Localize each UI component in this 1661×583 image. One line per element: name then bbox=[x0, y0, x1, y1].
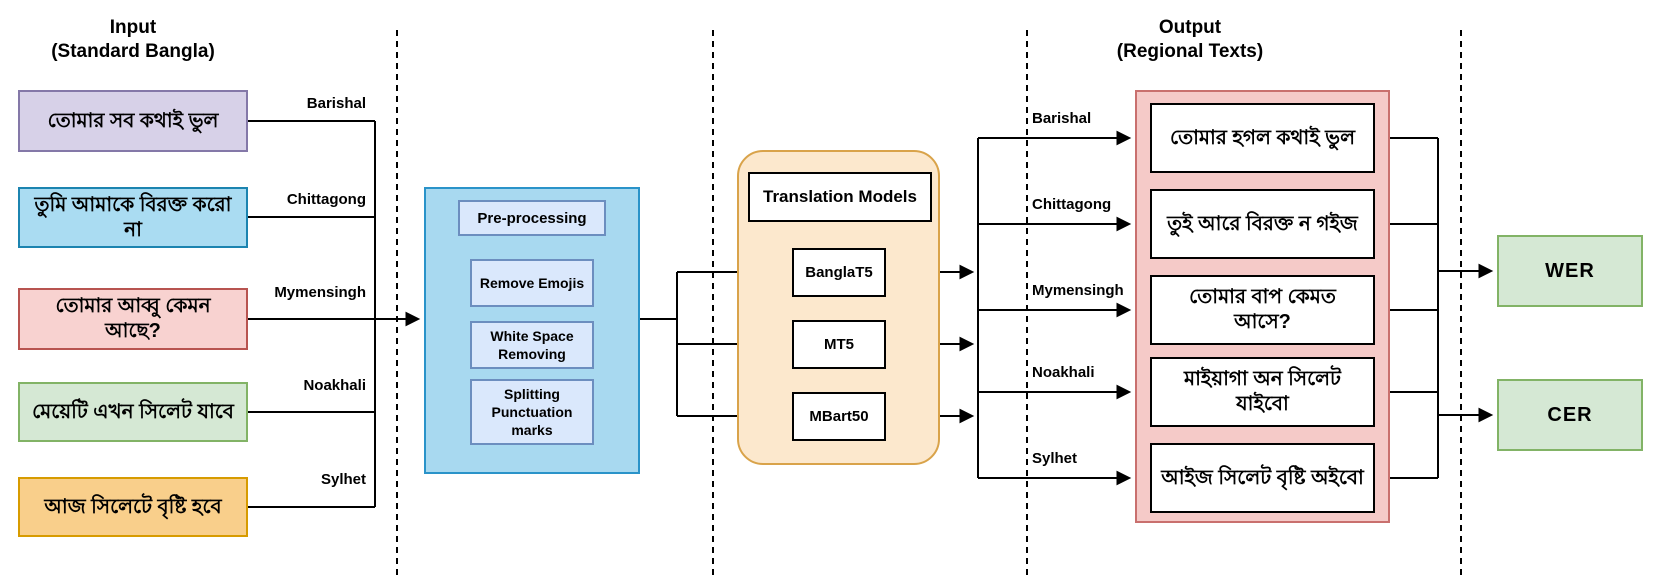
output-box-chittagong: তুই আরে বিরক্ত ন গইজ bbox=[1150, 189, 1375, 259]
stage-separator-dashed-lines bbox=[396, 30, 1462, 578]
output-box-sylhet: আইজ সিলেট বৃষ্টি অইবো bbox=[1150, 443, 1375, 513]
output-region-label-sylhet: Sylhet bbox=[1032, 450, 1078, 467]
input-title-line2: (Standard Bangla) bbox=[51, 40, 215, 62]
input-box-noakhali: মেয়েটি এখন সিলেট যাবে bbox=[18, 382, 248, 442]
input-box-mymensingh: তোমার আব্বু কেমন আছে? bbox=[18, 288, 248, 350]
input-section-title: Input (Standard Bangla) bbox=[18, 16, 248, 64]
input-box-chittagong: তুমি আমাকে বিরক্ত করো না bbox=[18, 187, 248, 248]
output-section-title: Output (Regional Texts) bbox=[1075, 16, 1305, 64]
input-title-line1: Input bbox=[109, 17, 157, 38]
input-box-sylhet: আজ সিলেটে বৃষ্টি হবে bbox=[18, 477, 248, 537]
metric-box-cer: CER bbox=[1497, 379, 1643, 451]
output-box-mymensingh: তোমার বাপ কেমত আসে? bbox=[1150, 275, 1375, 345]
translation-models-title: Translation Models bbox=[748, 172, 932, 222]
input-region-label-noakhali: Noakhali bbox=[303, 377, 366, 394]
output-box-noakhali: মাইয়াগা অন সিলেট যাইবো bbox=[1150, 357, 1375, 427]
output-box-barishal: তোমার হগল কথাই ভুল bbox=[1150, 103, 1375, 173]
input-region-label-barishal: Barishal bbox=[306, 95, 366, 112]
preprocessing-step-remove-emojis: Remove Emojis bbox=[470, 259, 594, 307]
output-to-metrics-connectors bbox=[1390, 137, 1494, 479]
preprocessing-step-splitting-punctuation: Splitting Punctuation marks bbox=[470, 379, 594, 445]
output-region-label-mymensingh: Mymensingh bbox=[1032, 282, 1124, 299]
input-region-label-chittagong: Chittagong bbox=[286, 191, 366, 208]
input-region-label-mymensingh: Mymensingh bbox=[274, 284, 366, 301]
model-box-mbart50: MBart50 bbox=[792, 392, 886, 441]
models-to-output-connectors bbox=[886, 130, 1132, 486]
input-connectors bbox=[248, 120, 421, 508]
metric-box-wer: WER bbox=[1497, 235, 1643, 307]
output-region-label-chittagong: Chittagong bbox=[1032, 196, 1112, 213]
preprocessing-step-white-space: White Space Removing bbox=[470, 321, 594, 369]
input-box-barishal: তোমার সব কথাই ভুল bbox=[18, 90, 248, 152]
model-box-banglat5: BanglaT5 bbox=[792, 248, 886, 297]
output-title-line1: Output bbox=[1158, 17, 1222, 38]
input-region-label-sylhet: Sylhet bbox=[320, 471, 366, 488]
output-region-label-noakhali: Noakhali bbox=[1032, 364, 1095, 381]
output-title-line2: (Regional Texts) bbox=[1116, 40, 1264, 62]
model-box-mt5: MT5 bbox=[792, 320, 886, 369]
preprocessing-title: Pre-processing bbox=[458, 200, 606, 236]
output-region-label-barishal: Barishal bbox=[1032, 110, 1092, 127]
